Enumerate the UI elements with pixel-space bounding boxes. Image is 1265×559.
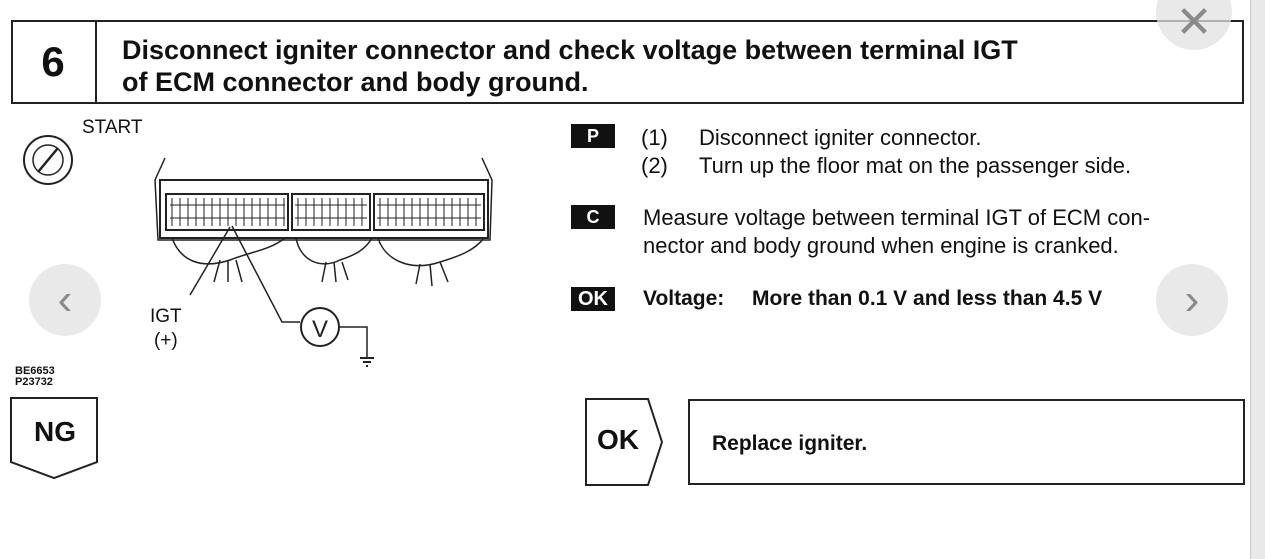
start-label: START — [82, 117, 143, 138]
prep-item-2-num: (2) — [641, 153, 668, 178]
ok-spec-label: Voltage: — [643, 287, 725, 310]
step-title-line-2: of ECM connector and body ground. — [122, 67, 589, 97]
next-page-button[interactable]: › — [1156, 264, 1228, 336]
figure-code-line-1: BE6653 — [15, 365, 55, 377]
figure-code-line-2: P23732 — [15, 376, 53, 388]
figure-code: BE6653 P23732 — [15, 366, 55, 388]
ng-result-label: NG — [34, 416, 76, 447]
ground-symbol — [360, 357, 374, 367]
step-header-box — [11, 20, 1244, 104]
prep-item-1-text: Disconnect igniter connector. — [699, 125, 982, 150]
step-number: 6 — [11, 20, 97, 104]
close-icon: ✕ — [1175, 0, 1213, 47]
result-shapes — [10, 397, 664, 486]
igt-label: IGT — [150, 306, 182, 327]
voltmeter-symbol: V — [312, 316, 328, 343]
check-line-2: nector and body ground when engine is cr… — [643, 233, 1119, 258]
ok-action-box — [688, 399, 1245, 485]
ecm-connector-diagram: V — [23, 135, 493, 367]
ok-spec-value: More than 0.1 V and less than 4.5 V — [751, 287, 1103, 310]
igt-terminal-label: IGT (+) — [150, 305, 182, 353]
check-tag: C — [571, 205, 615, 229]
ok-spec-tag: OK — [571, 287, 615, 311]
ok-action-text: Replace igniter. — [712, 432, 868, 455]
ok-spec: Voltage: More than 0.1 V and less than 4… — [643, 287, 1102, 311]
igt-polarity: (+) — [153, 330, 178, 351]
ignition-key-icon — [23, 135, 73, 185]
connector-block-1 — [165, 193, 289, 231]
step-title-line-1: Disconnect igniter connector and check v… — [122, 35, 1018, 65]
prep-item-1-num: (1) — [641, 125, 668, 150]
connector-block-2 — [291, 193, 371, 231]
ok-result-label: OK — [597, 424, 639, 455]
chevron-left-icon: ‹ — [57, 275, 73, 324]
prep-tag: P — [571, 124, 615, 148]
check-line-1: Measure voltage between terminal IGT of … — [643, 205, 1151, 230]
window-edge — [1250, 0, 1265, 559]
prev-page-button[interactable]: ‹ — [29, 264, 101, 336]
connector-block-3 — [373, 193, 485, 231]
prep-item-2-text: Turn up the floor mat on the passenger s… — [699, 153, 1132, 178]
chevron-right-icon: › — [1184, 275, 1200, 324]
step-title: Disconnect igniter connector and check v… — [122, 34, 1202, 98]
